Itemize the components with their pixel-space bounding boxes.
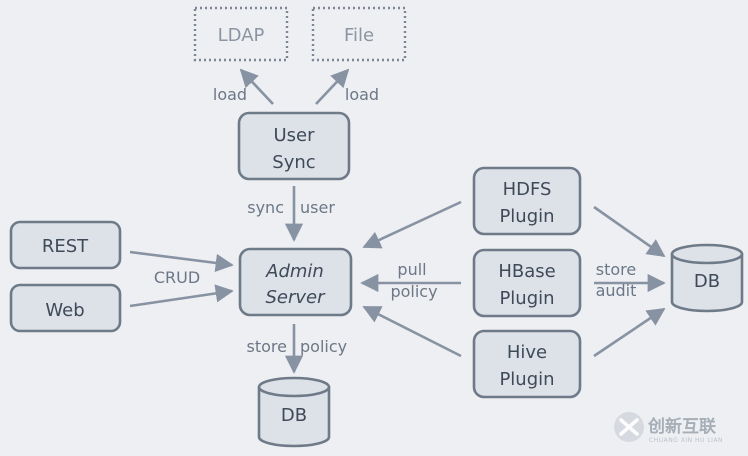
db-right-node: DB — [670, 243, 744, 313]
arrow-hdfs-admin — [362, 200, 462, 249]
arrow-web-admin — [129, 284, 234, 308]
file-label: File — [344, 25, 374, 46]
edges — [129, 68, 666, 374]
hdfs-plugin-label-1: HDFS — [503, 179, 552, 200]
edge-label-store-policy-1: store — [247, 337, 287, 356]
edge-label-audit: audit — [596, 281, 637, 300]
arrow-rest-admin — [129, 250, 234, 272]
user-sync-label-2: Sync — [272, 152, 315, 173]
hbase-plugin-node: HBase Plugin — [472, 248, 582, 318]
arrow-usersync-ldap — [239, 68, 274, 105]
ldap-node: LDAP — [193, 6, 289, 62]
db-bottom-node: DB — [257, 376, 331, 448]
db-right-label: DB — [694, 271, 720, 292]
arrow-hive-db — [593, 307, 666, 358]
hive-plugin-label-1: Hive — [507, 342, 547, 363]
web-node: Web — [9, 283, 122, 333]
edge-label-store-policy-2: policy — [300, 337, 347, 356]
edge-label-crud: CRUD — [154, 268, 200, 287]
admin-server-node: Admin Server — [238, 247, 353, 317]
arrow-usersync-file — [315, 68, 350, 105]
hbase-plugin-label-2: Plugin — [499, 288, 554, 309]
ldap-label: LDAP — [218, 25, 265, 46]
file-node: File — [311, 6, 407, 62]
watermark-text: 创新互联 — [647, 416, 716, 437]
edge-label-sync: sync — [247, 198, 284, 217]
rest-node: REST — [9, 220, 122, 270]
db-bottom-label: DB — [281, 405, 307, 426]
edge-label-load-left: load — [213, 85, 247, 104]
hive-plugin-node: Hive Plugin — [472, 329, 582, 399]
hdfs-plugin-label-2: Plugin — [499, 206, 554, 227]
watermark: 创新互联 CHUANG XIN HU LIAN — [614, 412, 723, 444]
hbase-plugin-label-1: HBase — [498, 261, 555, 282]
edge-label-user: user — [300, 198, 335, 217]
user-sync-node: User Sync — [237, 111, 351, 181]
web-label: Web — [45, 300, 84, 321]
edge-label-pull: pull — [397, 260, 426, 279]
arrow-hdfs-db — [593, 205, 666, 258]
admin-server-label-2: Server — [265, 287, 326, 308]
watermark-subtext: CHUANG XIN HU LIAN — [649, 437, 723, 444]
rest-label: REST — [42, 236, 89, 257]
edge-label-store: store — [596, 260, 636, 279]
edge-label-pull-policy: policy — [390, 282, 437, 301]
edge-label-load-right: load — [345, 85, 379, 104]
arrow-hive-admin — [362, 305, 462, 358]
hive-plugin-label-2: Plugin — [499, 369, 554, 390]
user-sync-label-1: User — [273, 125, 315, 146]
admin-server-label-1: Admin — [265, 261, 324, 282]
hdfs-plugin-node: HDFS Plugin — [472, 166, 582, 236]
